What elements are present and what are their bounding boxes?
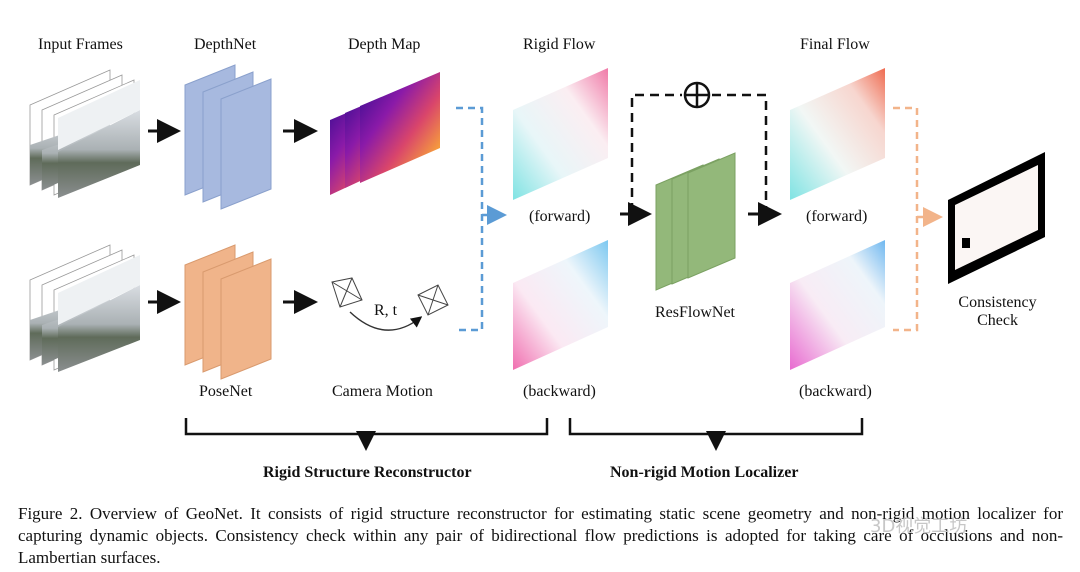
label-rigid-flow: Rigid Flow bbox=[523, 36, 596, 53]
label-rigid-forward: (forward) bbox=[529, 208, 591, 225]
posenet-block bbox=[184, 244, 272, 380]
figure-caption: Figure 2. Overview of GeoNet. It consist… bbox=[18, 504, 1063, 567]
watermark: 3D视觉工坊 bbox=[870, 516, 968, 537]
label-depth-map: Depth Map bbox=[348, 36, 421, 53]
label-input-frames: Input Frames bbox=[38, 36, 123, 53]
final-flow-forward-image bbox=[790, 68, 885, 200]
label-final-flow: Final Flow bbox=[800, 36, 870, 53]
camera-motion-graphic bbox=[331, 277, 449, 331]
geonet-diagram bbox=[29, 64, 1045, 451]
rigid-flow-forward-image bbox=[513, 68, 608, 200]
label-final-forward: (forward) bbox=[806, 208, 868, 225]
label-rt: R, t bbox=[374, 302, 398, 319]
label-camera-motion: Camera Motion bbox=[332, 383, 433, 400]
input-frames-bottom bbox=[29, 244, 140, 372]
rigid-flow-backward-image bbox=[513, 240, 608, 370]
input-frames-top bbox=[29, 69, 140, 198]
label-depthnet: DepthNet bbox=[194, 36, 257, 53]
label-check: Check bbox=[977, 312, 1018, 329]
label-final-backward: (backward) bbox=[799, 383, 872, 400]
plus-circle-icon bbox=[683, 81, 711, 109]
skip-connection bbox=[630, 93, 768, 212]
nonrigid-bracket bbox=[568, 418, 864, 451]
label-rigid-backward: (backward) bbox=[523, 383, 596, 400]
consistency-mask-image bbox=[948, 152, 1045, 284]
label-rigid-structure-reconstructor: Rigid Structure Reconstructor bbox=[263, 464, 472, 481]
rigid-bracket bbox=[184, 418, 549, 451]
label-consistency: Consistency bbox=[958, 294, 1037, 311]
depth-map-stack bbox=[330, 72, 440, 195]
resflownet-block bbox=[655, 152, 736, 291]
label-nonrigid-motion-localizer: Non-rigid Motion Localizer bbox=[610, 464, 799, 481]
depthnet-block bbox=[184, 64, 272, 210]
label-resflownet: ResFlowNet bbox=[655, 304, 735, 321]
label-posenet: PoseNet bbox=[199, 383, 253, 400]
label-consistency-check: Consistency Check bbox=[955, 294, 1040, 330]
orange-dashed-connector bbox=[893, 106, 943, 332]
final-flow-backward-image bbox=[790, 240, 885, 370]
blue-dashed-connector bbox=[456, 106, 507, 332]
